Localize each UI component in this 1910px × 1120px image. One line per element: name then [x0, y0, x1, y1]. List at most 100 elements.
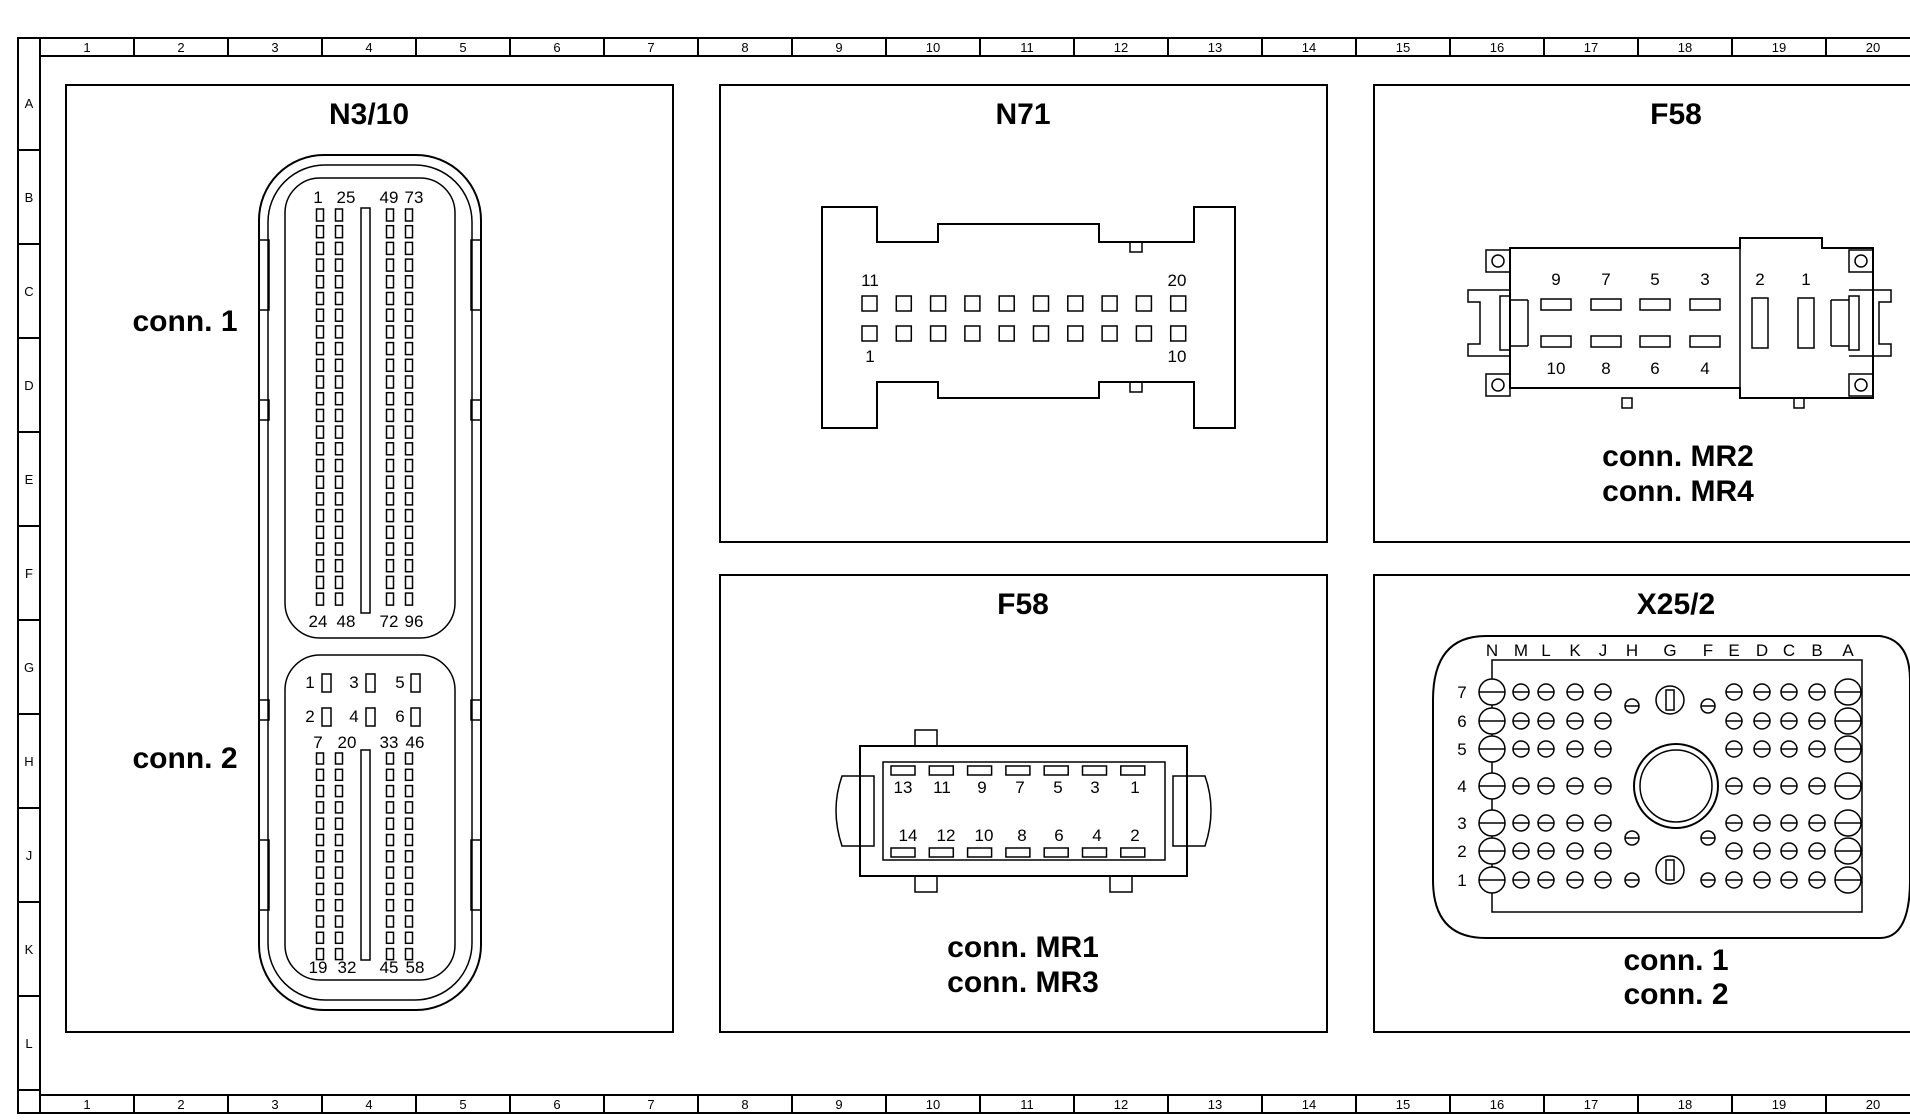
pin-socket: [1537, 814, 1555, 832]
grid-col-label: 3: [271, 1097, 278, 1112]
pin-socket: [404, 358, 414, 373]
pin-socket: [1808, 777, 1826, 795]
pin-socket: [404, 442, 414, 456]
grid-col-label: 2: [177, 40, 184, 55]
pin-socket: [1067, 325, 1084, 342]
pin-socket: [964, 325, 981, 342]
grid-row-label: F: [25, 566, 33, 581]
pin-socket: [1753, 683, 1771, 701]
pin-socket: [1478, 866, 1506, 894]
pin-socket: [404, 475, 414, 489]
row-number: 1: [1457, 871, 1466, 890]
grid-row-label: G: [24, 660, 34, 675]
panel-frame: [719, 574, 1328, 1033]
pin-1: 1: [1801, 270, 1810, 289]
pin-socket: [1566, 740, 1584, 758]
column-letter: D: [1756, 641, 1768, 660]
pin-1: 1: [865, 347, 874, 366]
pin-socket: [404, 408, 414, 423]
pin-14: 14: [899, 826, 918, 845]
pin-socket: [315, 525, 325, 540]
pin-socket: [404, 866, 414, 879]
pin-socket: [385, 358, 395, 373]
pin-socket: [1067, 295, 1084, 312]
pin-8: 8: [1601, 359, 1610, 378]
pin-3: 3: [1700, 270, 1709, 289]
pin-socket: [928, 765, 955, 776]
pin-32: 32: [338, 958, 357, 977]
pin-socket: [1594, 683, 1612, 701]
pin-socket: [334, 442, 344, 456]
grid-col-label: 14: [1302, 1097, 1316, 1112]
pin-socket: [334, 208, 344, 222]
pin-socket: [315, 275, 325, 289]
pin-socket: [404, 508, 414, 523]
grid-col-label: 2: [177, 1097, 184, 1112]
pin-socket: [404, 391, 414, 406]
conn2-label: conn. 2: [132, 742, 237, 775]
pin-socket: [315, 508, 325, 523]
grid-col-label: 16: [1490, 1097, 1504, 1112]
grid-col-label: 20: [1866, 1097, 1880, 1112]
pin-45: 45: [380, 958, 399, 977]
pin-socket: [334, 408, 344, 423]
pin-24: 24: [309, 612, 328, 631]
grid-col-label: 16: [1490, 40, 1504, 55]
pin-socket: [1566, 777, 1584, 795]
pin-socket: [315, 391, 325, 406]
pin-socket: [1700, 698, 1716, 714]
pin-12: 12: [937, 826, 956, 845]
pin-4-small: 4: [349, 707, 358, 726]
pin-6: 6: [1054, 826, 1063, 845]
ecu-housing: [258, 154, 482, 1011]
pin-socket: [315, 558, 325, 573]
column-letter: C: [1783, 641, 1795, 660]
pin-socket: [385, 817, 395, 830]
pin-socket: [315, 882, 325, 896]
pin-socket: [404, 525, 414, 540]
x25-2-connector-body: [1432, 635, 1910, 939]
pin-socket: [385, 275, 395, 289]
pin-8: 8: [1017, 826, 1026, 845]
column-letter: E: [1728, 641, 1739, 660]
pin-1: 1: [313, 188, 322, 207]
grid-col-label: 1: [83, 40, 90, 55]
pin-socket: [385, 458, 395, 473]
pin-socket: [404, 341, 414, 356]
pin-9: 9: [1551, 270, 1560, 289]
pin-socket: [334, 915, 344, 928]
drawing-frame: [17, 37, 1910, 1114]
pin-socket: [404, 375, 414, 389]
pin-socket: [890, 847, 916, 858]
pin-socket: [385, 558, 395, 573]
pin-5-small: 5: [395, 673, 404, 692]
pin-48: 48: [337, 612, 356, 631]
grid-col-label: 19: [1772, 1097, 1786, 1112]
pin-46: 46: [406, 733, 425, 752]
grid-row-label: C: [24, 284, 33, 299]
pin-socket: [929, 295, 947, 312]
pin-socket: [1594, 740, 1612, 758]
pin-socket: [385, 425, 395, 439]
pin-socket: [1101, 295, 1118, 312]
pin-33: 33: [380, 733, 399, 752]
pin-socket: [334, 542, 344, 556]
pin-socket: [1725, 712, 1743, 730]
pin-socket: [1566, 842, 1584, 860]
pin-socket: [1594, 777, 1612, 795]
pin-socket: [1478, 809, 1506, 837]
pin-socket: [1478, 772, 1506, 800]
pin-socket: [315, 898, 325, 912]
pin-socket: [1700, 830, 1716, 846]
pin-socket: [861, 295, 878, 312]
panel-title: N71: [995, 98, 1050, 131]
pin-socket: [315, 241, 325, 256]
pin-socket: [315, 358, 325, 373]
pin-socket: [385, 833, 395, 847]
pin-socket: [404, 208, 414, 222]
pin-socket: [895, 325, 913, 342]
pin-7: 7: [1015, 778, 1024, 797]
conn1-pin-array: [315, 208, 414, 606]
pin-socket: [1478, 707, 1506, 735]
